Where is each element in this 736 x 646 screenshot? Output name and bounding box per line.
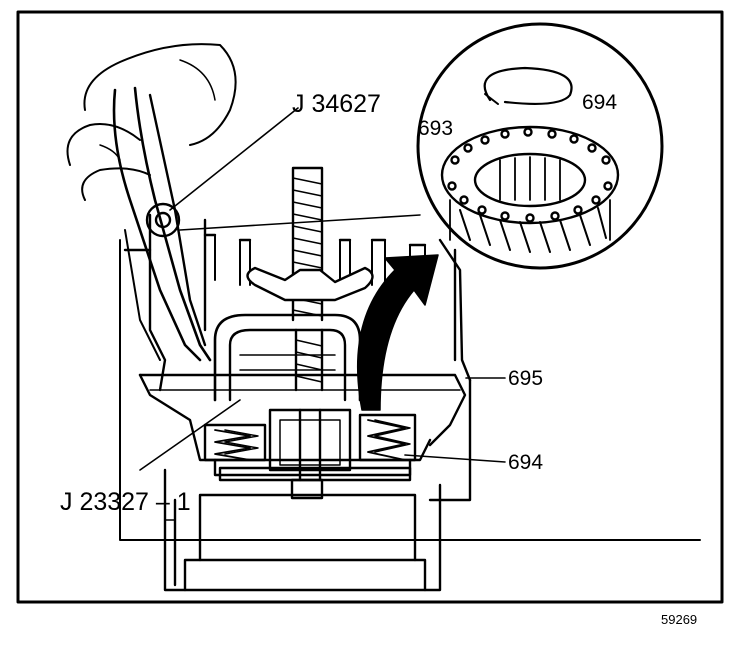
snap-ring-pliers xyxy=(112,86,212,362)
leader-694 xyxy=(404,454,506,463)
spring-compressor-tool xyxy=(213,313,362,500)
label-694-inset: 694 xyxy=(582,91,618,114)
spring-assembly-694 xyxy=(440,125,620,253)
label-j34627: J 34627 xyxy=(292,90,381,118)
transmission-case xyxy=(119,213,701,592)
hand xyxy=(66,43,237,201)
snap-ring-693 xyxy=(483,66,573,105)
diagram-frame xyxy=(16,10,724,604)
label-695: 695 xyxy=(508,367,544,390)
leader-j23327 xyxy=(139,399,241,471)
wing-nut xyxy=(246,266,374,302)
spring-pack-left xyxy=(203,423,267,462)
spring-pack-right xyxy=(358,413,417,462)
label-694: 694 xyxy=(508,451,544,474)
label-j23327-1: J 23327 – 1 xyxy=(60,488,191,516)
leader-j34627 xyxy=(169,107,299,211)
figure-number: 59269 xyxy=(661,612,698,627)
curved-arrow xyxy=(356,254,439,411)
label-693: 693 xyxy=(418,117,454,140)
